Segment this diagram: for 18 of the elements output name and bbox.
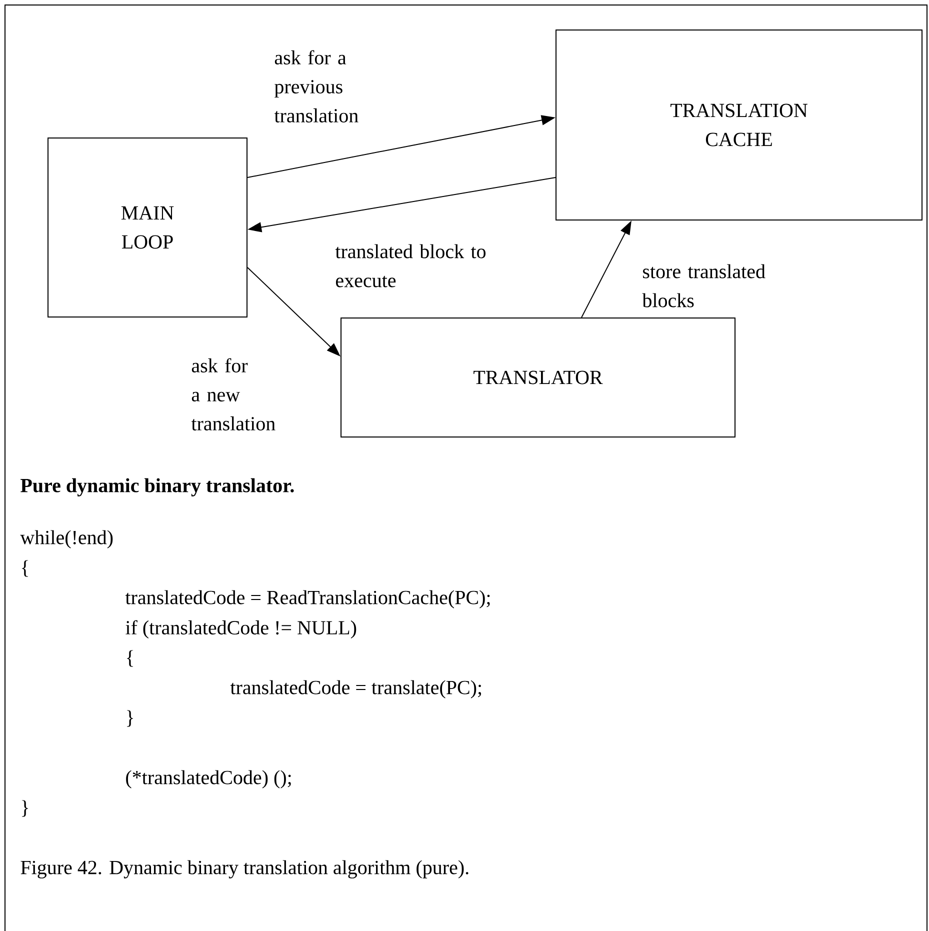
edge-label: translated block to execute bbox=[335, 244, 486, 288]
code-line: while(!end) bbox=[20, 530, 113, 548]
code-line: translatedCode = ReadTranslationCache(PC); bbox=[125, 590, 490, 608]
code-line: } bbox=[127, 710, 133, 727]
edge-label: store translated blocks bbox=[642, 264, 766, 308]
edge-label: ask for a previous translation bbox=[274, 50, 358, 122]
process-box: MAIN LOOP bbox=[48, 138, 248, 318]
code-line: if (translatedCode != NULL) bbox=[126, 620, 356, 639]
caption: Figure 42. Dynamic binary translation algorithm (pure). bbox=[20, 860, 468, 878]
heading: Pure dynamic binary translator. bbox=[20, 478, 294, 496]
code-line: } bbox=[22, 800, 28, 817]
process-box: TRANSLATION CACHE bbox=[556, 30, 922, 220]
edge-label: ask for a new translation bbox=[191, 358, 276, 430]
code-line: { bbox=[127, 650, 133, 667]
code-line: translatedCode = translate(PC); bbox=[230, 680, 482, 698]
code-line: (*translatedCode) (); bbox=[126, 770, 291, 788]
process-box: TRANSLATOR bbox=[340, 318, 736, 438]
code-line: { bbox=[22, 560, 28, 577]
